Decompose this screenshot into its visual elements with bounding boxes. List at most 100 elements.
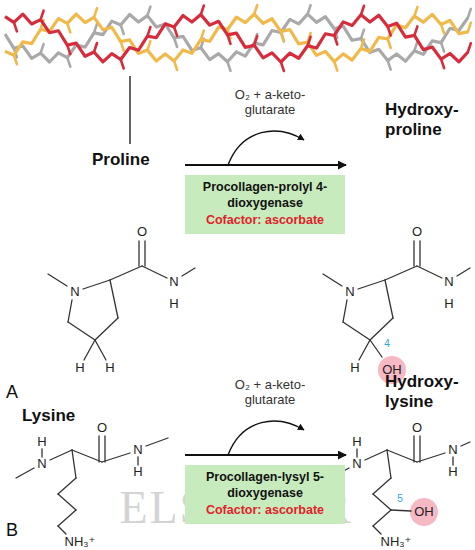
carbon-number: 4 [384,338,390,350]
bond-line [468,43,471,52]
bond-line [146,438,168,446]
bond-line [185,164,346,166]
bond-line [281,62,284,71]
arrow-stroke [228,131,304,165]
bond-line [201,6,204,15]
bond-line [414,42,417,51]
bond-line [104,436,105,462]
bond-line [95,340,106,360]
atom-label: N [448,443,457,458]
bond-line [14,22,17,31]
bond-line [147,7,150,16]
bond-line [281,32,284,41]
bond-line [359,340,370,360]
atom-label: N [352,457,361,472]
bond-line [102,453,130,462]
atom-label: H [448,465,457,480]
atom-label: H [350,361,359,376]
bond-line [94,8,97,17]
bond-line [373,494,391,510]
bond-line [385,266,417,280]
bond-line [373,526,381,534]
bond-line [48,274,67,286]
bond-line [468,23,471,32]
bond-line [373,510,391,526]
arrow-stroke [228,421,304,455]
bond-line [388,26,391,35]
bond-line [228,62,231,71]
bond-line [147,27,150,36]
bond-line [441,24,444,33]
bond-line [121,25,124,34]
bond-line [365,450,387,460]
bond-line [138,241,139,266]
bond-line [387,450,391,478]
reagent-text: O₂ + a-keto- glutarate [222,378,318,408]
atom-label: H [444,297,453,312]
bond-line [308,5,311,14]
bond-line [94,24,97,33]
cofactor-text: Cofactor: ascorbate [195,503,335,519]
bond-line [68,322,95,340]
bond-line [174,27,177,36]
bond-line [281,32,284,41]
bond-line [84,340,95,360]
bond-line [98,436,99,462]
bond-line [387,450,417,462]
bond-line [68,300,72,322]
product-name: Hydroxy- proline [385,100,469,139]
hydroxyl-label: OH [414,505,434,520]
bond-line [228,35,231,44]
bond-line [83,280,110,289]
bond-line [343,322,370,340]
bond-line [67,45,70,54]
amine-label: NH₃⁺ [381,535,412,550]
atom-label: H [352,435,361,450]
enzyme-name: Procollagen-prolyl 4-dioxygenase [200,180,330,211]
bond-line [334,35,337,44]
bond-line [58,478,76,494]
bond-line [41,44,44,53]
bond-line [144,241,145,266]
bond-line [110,266,142,280]
substrate-name: Proline [92,150,176,170]
bond-line [14,55,17,64]
amine-label: NH₃⁺ [65,535,96,550]
atom-label: N [70,285,79,300]
atom-label: N [169,275,178,290]
bond-line [419,436,420,462]
atom-label: H [75,361,84,376]
bond-line [419,241,420,266]
enzyme-name: Procollagen-lysyl 5-dioxygenase [200,470,330,501]
bond-line [142,266,167,278]
bond-line [308,37,311,46]
bond-line [121,59,124,68]
bond-line [373,478,391,494]
bond-line [413,436,414,462]
carbon-number: 5 [397,493,403,505]
bond-line [50,450,72,460]
art-group [5,5,471,71]
atom-label: H [37,435,46,450]
bond-line [457,268,470,276]
atom-label: O [412,421,422,436]
bond-line [417,453,445,462]
bond-line [174,61,177,70]
bond-line [129,76,130,144]
bond-line [147,41,150,50]
enzyme-box: Procollagen-prolyl 4-dioxygenaseCofactor… [185,175,345,234]
bond-line [58,494,76,510]
atom-label: O [137,225,147,240]
bond-line [370,340,382,357]
atom-label: N [37,457,46,472]
bond-line [385,280,393,318]
enzyme-box: Procollagen-lysyl 5-dioxygenaseCofactor:… [185,465,345,524]
bond-line [254,5,257,14]
bond-line [413,241,414,266]
bond-line [94,43,97,52]
bond-line [361,39,364,48]
art-group [16,241,470,534]
atom-label: H [105,361,114,376]
arrow-stroke [5,14,468,62]
atom-label: O [97,421,107,436]
